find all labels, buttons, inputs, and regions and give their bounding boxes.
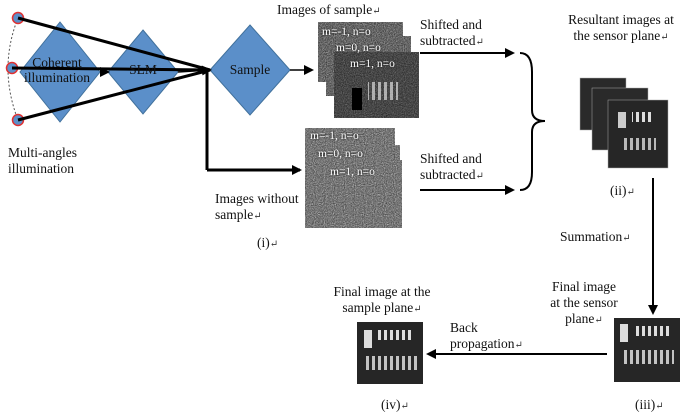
slm-label: SLM (129, 62, 157, 77)
resultant-target-2 (632, 112, 654, 122)
nosample-stack-label-3: m=1, n=o (330, 166, 375, 178)
final-image-sample-label: Final image at the sample plane↵ (333, 284, 431, 315)
arrow-slm-to-sample (177, 65, 212, 76)
beam-top (17, 16, 211, 72)
resultant-image-3 (607, 99, 669, 169)
final-image-sensor-label: Final image at the sensor plane↵ (550, 279, 618, 326)
sample-stack-label-2: m=0, n=o (336, 42, 381, 54)
target-block (352, 88, 362, 110)
final-sample-target-3 (364, 356, 418, 370)
step-label-iii: (iii)↵ (635, 397, 664, 412)
nosample-stack-label-2: m=0, n=o (318, 148, 363, 160)
resultant-target-3 (622, 138, 656, 150)
final-sample-image (357, 322, 423, 384)
sample-label: Sample (229, 62, 271, 77)
step-label-ii: (ii)↵ (610, 183, 635, 198)
resultant-image-stack (579, 77, 669, 169)
nosample-image-3-grain (305, 160, 402, 228)
shifted-subtracted-bottom-label: Shifted and subtracted↵ (420, 151, 484, 182)
combine-brace (519, 52, 546, 191)
back-propagation-label: Back propagation↵ (450, 320, 523, 351)
coherent-illumination-diamond (19, 21, 101, 123)
sample-stack-label-3: m=1, n=o (350, 58, 395, 70)
target-bars (368, 82, 398, 100)
sample-diamond (209, 24, 291, 116)
illumination-arc (7, 17, 19, 121)
summation-label: Summation↵ (560, 229, 631, 244)
final-sensor-target-2 (634, 326, 670, 336)
resultant-target-1 (618, 112, 626, 128)
sample-stack-label-1: m=-1, n=o (322, 26, 371, 38)
final-sample-target-2 (378, 330, 414, 340)
sample-image-stack (318, 22, 419, 118)
final-sensor-target-1 (620, 324, 628, 342)
step-label-iv: (iv)↵ (381, 397, 409, 412)
images-without-sample-label: Images without sample↵ (215, 191, 299, 222)
multi-angles-label: Multi-angles illumination (8, 145, 77, 176)
coherent-illumination-label: Coherent illumination (24, 55, 90, 85)
final-sensor-target-3 (622, 350, 674, 364)
nosample-image-stack (305, 128, 402, 228)
beam-middle (11, 66, 211, 72)
step-label-i: (i)↵ (257, 235, 279, 250)
beam-bottom (17, 68, 211, 122)
resultant-images-label: Resultant images at the sensor plane↵ (568, 12, 674, 43)
shifted-subtracted-top-label: Shifted and subtracted↵ (420, 17, 484, 48)
nosample-stack-label-1: m=-1, n=o (310, 130, 359, 142)
final-sensor-image (614, 318, 680, 382)
final-sample-target-1 (364, 330, 372, 348)
images-of-sample-label: Images of sample↵ (277, 2, 381, 17)
